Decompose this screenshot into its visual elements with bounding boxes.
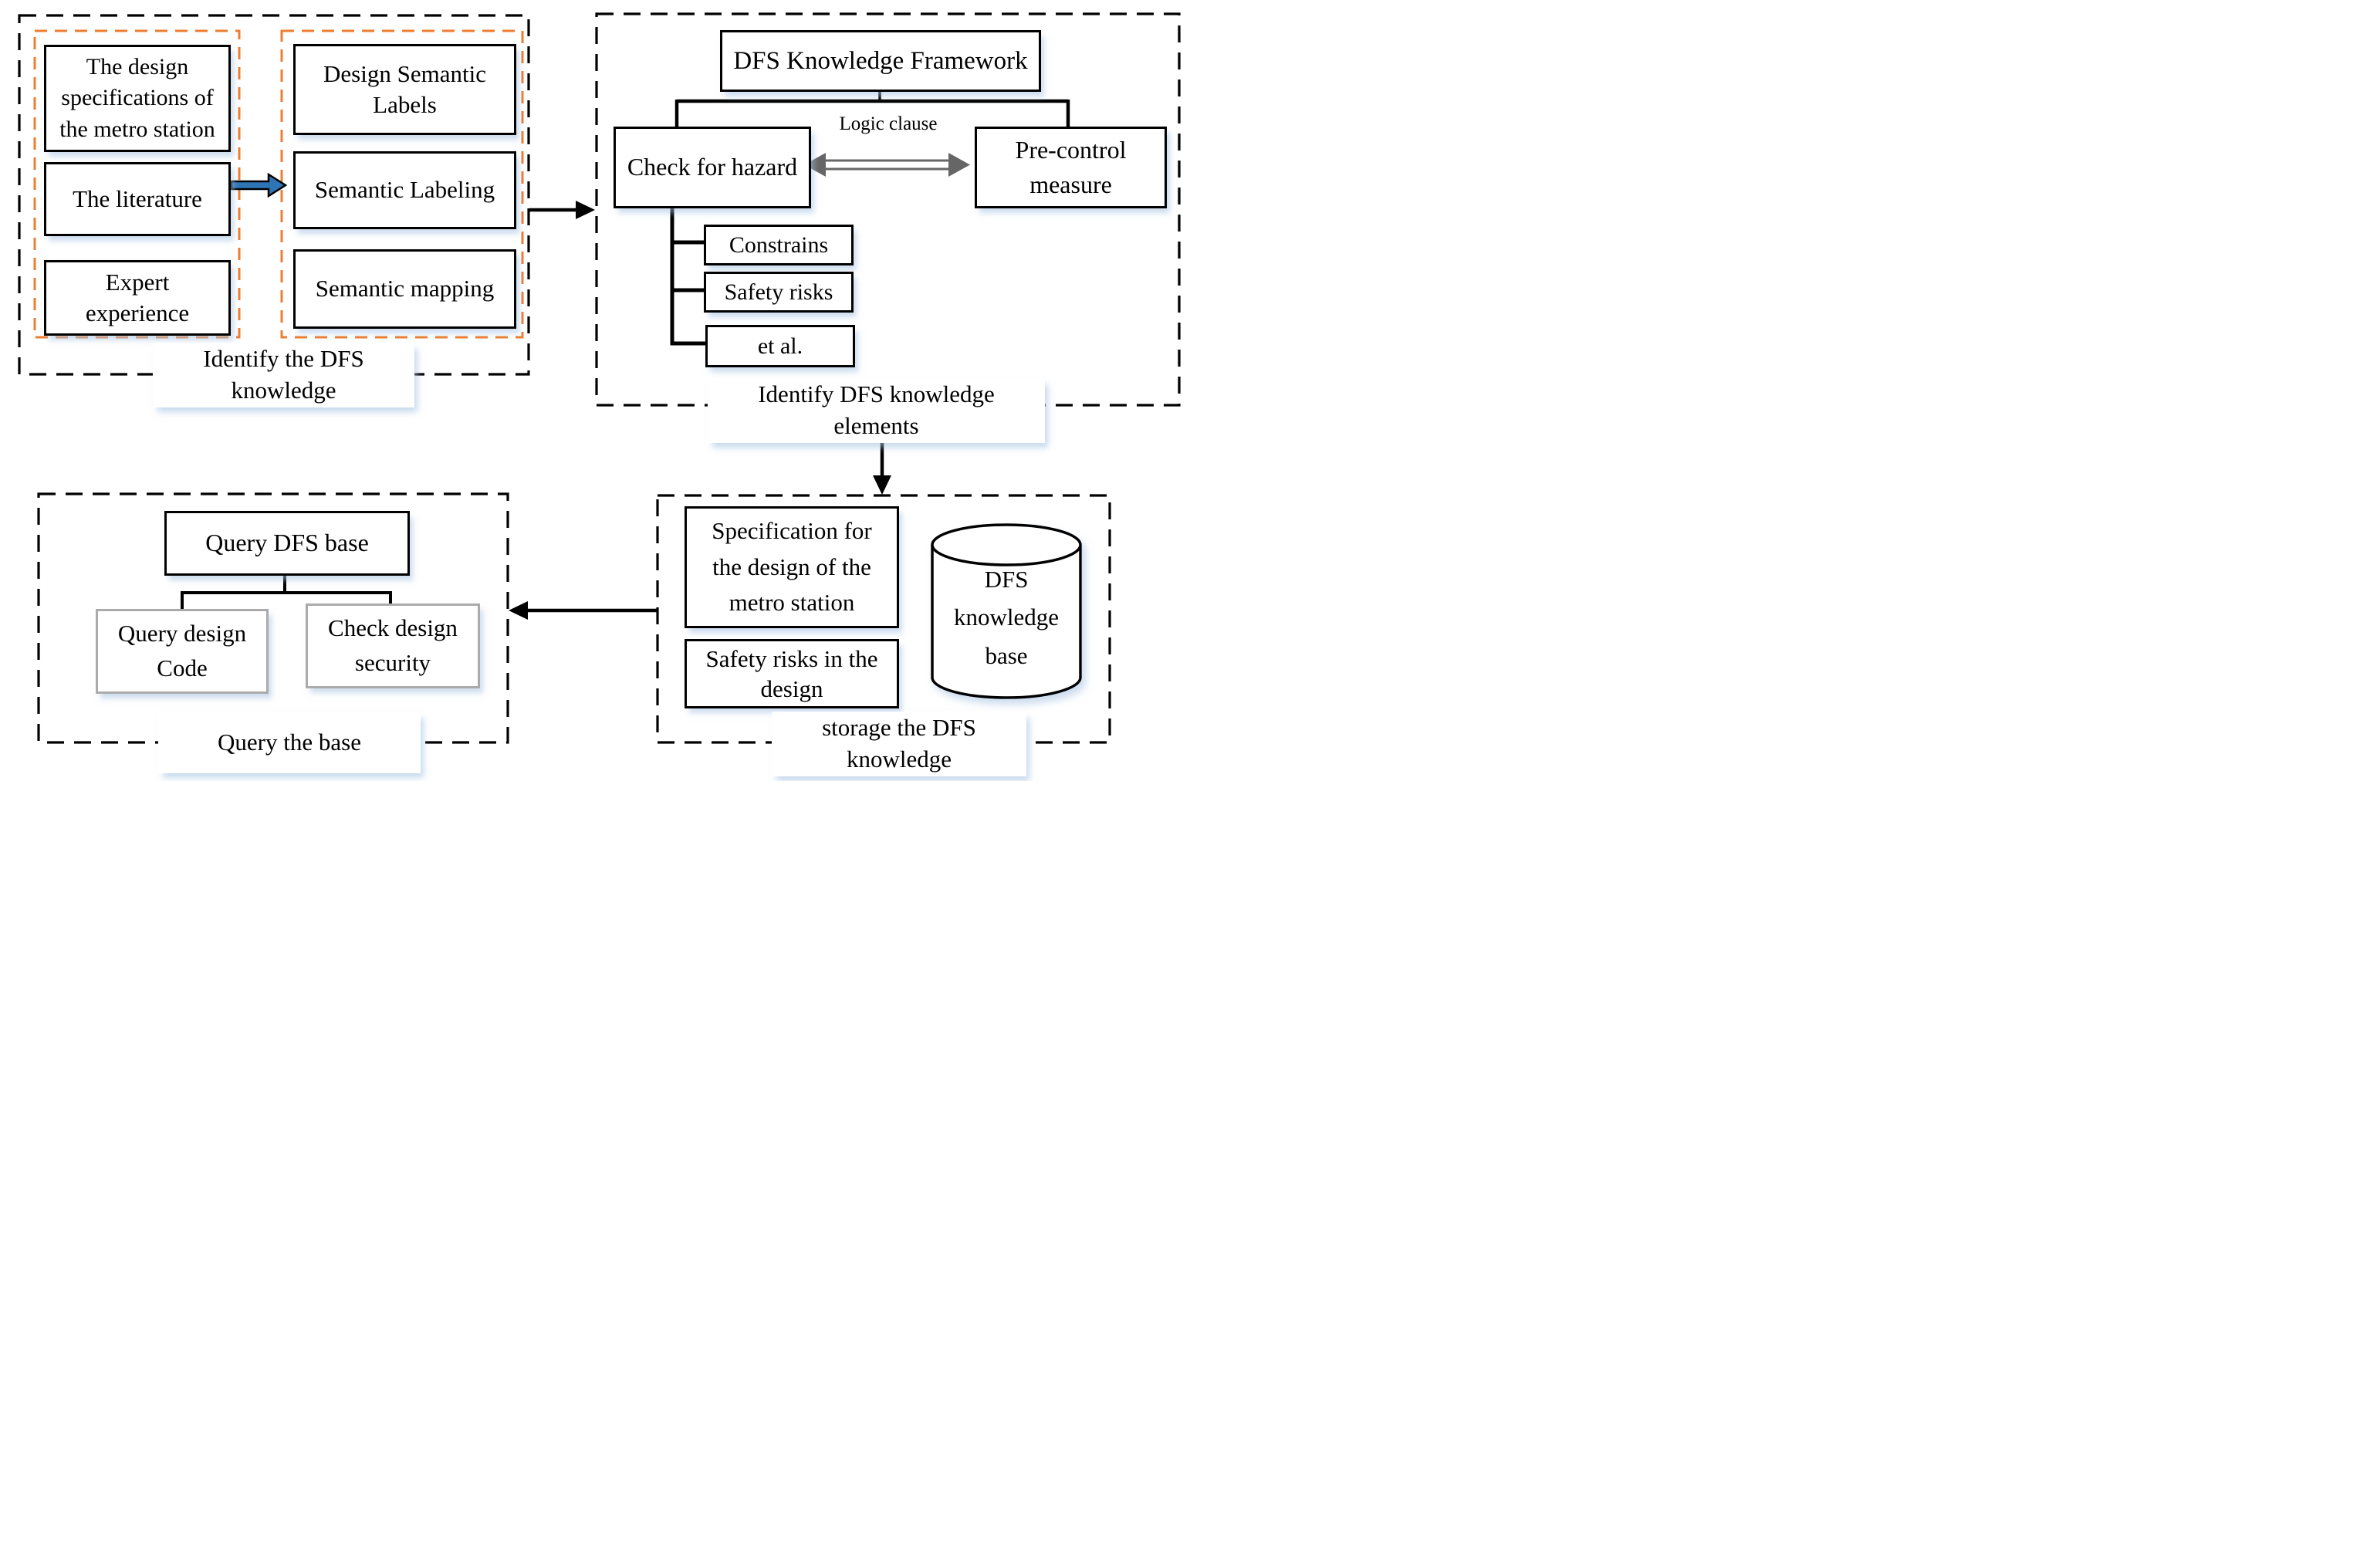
box-query-design-code: Query design Code bbox=[96, 609, 269, 694]
box-expert-experience: Expert experience bbox=[44, 260, 231, 336]
box-check-design-security: Check design security bbox=[306, 604, 480, 688]
box-query-dfs-base: Query DFS base bbox=[164, 511, 410, 576]
box-design-specifications: The design specifications of the metro s… bbox=[44, 45, 231, 152]
box-pre-control-measure: Pre-control measure bbox=[975, 127, 1167, 208]
box-constrains: Constrains bbox=[704, 225, 854, 265]
box-literature: The literature bbox=[44, 162, 231, 236]
box-semantic-mapping: Semantic mapping bbox=[293, 249, 516, 329]
box-safety-risks: Safety risks bbox=[704, 272, 854, 313]
diagram-lines-layer bbox=[18, 12, 1181, 744]
label-storage-dfs-knowledge: storage the DFS knowledge bbox=[772, 712, 1026, 776]
box-dfs-knowledge-framework: DFS Knowledge Framework bbox=[720, 30, 1041, 92]
dfs-knowledge-flow-diagram: The design specifications of the metro s… bbox=[0, 0, 1190, 781]
box-semantic-labeling: Semantic Labeling bbox=[293, 151, 516, 229]
label-identify-dfs-knowledge: Identify the DFS knowledge bbox=[153, 343, 414, 407]
logic-clause-caption: Logic clause bbox=[839, 113, 938, 134]
box-safety-risks-in-design: Safety risks in the design bbox=[685, 639, 899, 708]
blue-flow-arrow-icon bbox=[230, 172, 288, 198]
database-cylinder-icon bbox=[931, 523, 1082, 699]
box-et-al: et al. bbox=[705, 325, 855, 367]
orange-semantic-frame bbox=[280, 29, 524, 339]
box-check-for-hazard: Check for hazard bbox=[614, 127, 811, 208]
box-specification-design: Specification for the design of the metr… bbox=[685, 506, 899, 628]
arrow-storage-to-query-icon bbox=[509, 601, 658, 620]
label-query-the-base: Query the base bbox=[158, 712, 421, 773]
box-design-semantic-labels: Design Semantic Labels bbox=[293, 44, 516, 135]
logic-clause-double-arrow-icon bbox=[804, 153, 970, 177]
database-cylinder-caption: DFS knowledge base bbox=[953, 565, 1060, 669]
label-identify-dfs-knowledge-elements: Identify DFS knowledge elements bbox=[708, 378, 1045, 443]
arrow-identify-to-elements-icon bbox=[529, 201, 595, 219]
orange-sources-frame bbox=[33, 29, 241, 339]
arrow-elements-to-storage-icon bbox=[873, 441, 891, 495]
